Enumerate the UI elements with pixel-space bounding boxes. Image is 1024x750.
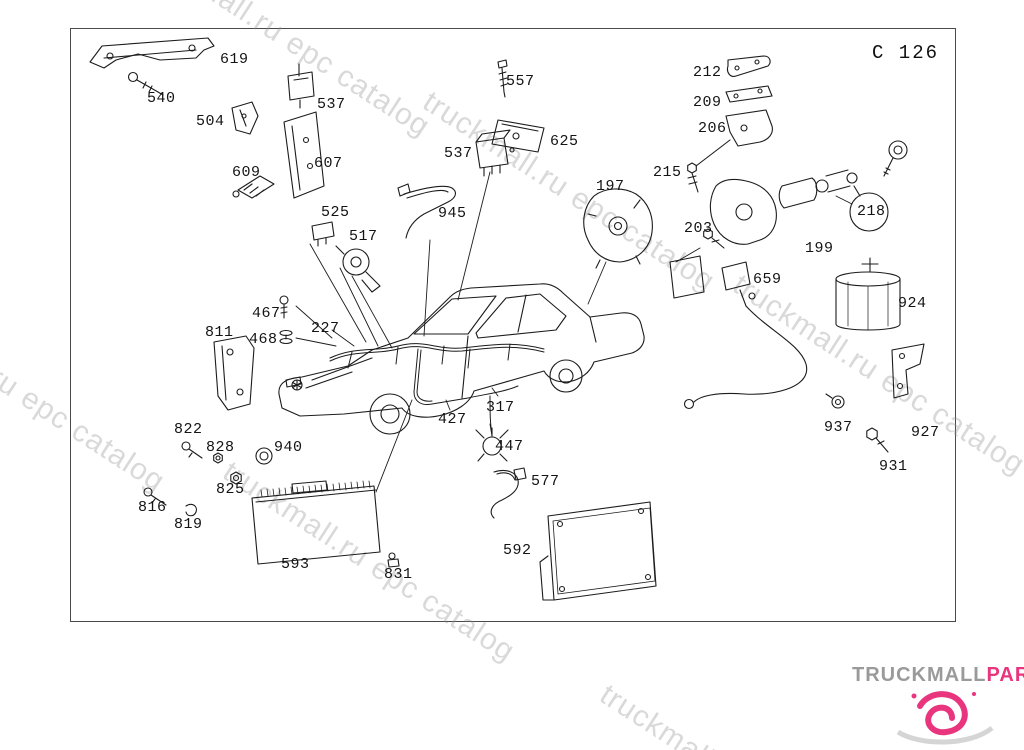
part-203-drawing [703, 228, 725, 249]
part-468-drawing [279, 329, 293, 345]
part-557-drawing [497, 59, 508, 98]
logo-accent-text: PARTS [986, 664, 1024, 686]
part-819-drawing [185, 503, 197, 517]
part-447-drawing [475, 427, 509, 462]
part-828-drawing [213, 452, 223, 464]
part-831-drawing [387, 552, 400, 568]
part-199-drawing [709, 169, 861, 245]
part-517-drawing [335, 245, 381, 293]
part-212-drawing [726, 55, 771, 77]
part-940-drawing [255, 447, 273, 465]
page-code: C 126 [872, 42, 940, 64]
part-537a-drawing [287, 63, 315, 109]
part-927-drawing [891, 343, 925, 399]
callout-218-circle [849, 192, 889, 232]
truckmall-logo-icon [896, 691, 994, 745]
part-945-drawing [397, 183, 457, 239]
part-209-drawing [725, 85, 773, 103]
logo-brand-text: TRUCKMALL [852, 664, 987, 686]
part-206-drawing [695, 109, 773, 167]
part-197-drawing [583, 188, 653, 269]
part-931-drawing [866, 427, 889, 453]
diagram-frame [70, 28, 956, 622]
part-540-drawing [127, 71, 164, 96]
part-625-drawing [491, 119, 545, 153]
car-drawing [278, 283, 645, 435]
part-227-harness-drawing [329, 343, 545, 435]
key-icon [883, 140, 908, 177]
part-816-drawing [143, 487, 167, 506]
part-937-drawing [825, 393, 845, 409]
part-467-drawing [279, 295, 289, 319]
part-525-drawing [311, 221, 335, 247]
part-619-drawing [89, 37, 215, 69]
part-924-drawing [835, 257, 901, 331]
part-609-drawing [232, 175, 275, 199]
truckmall-logo: TRUCKMALLPARTS [852, 664, 1024, 687]
part-537b-drawing [475, 129, 515, 177]
part-659-drawing [669, 255, 808, 410]
part-593-drawing [251, 480, 381, 565]
part-607-drawing [283, 111, 325, 199]
part-592-drawing [539, 501, 657, 601]
part-822-drawing [181, 441, 203, 459]
part-504-drawing [231, 101, 259, 135]
line-art-root [89, 37, 925, 601]
part-811-drawing [213, 335, 255, 411]
leader-lines [295, 171, 853, 493]
part-825-drawing [230, 471, 242, 485]
part-577-drawing [490, 467, 527, 519]
part-215-drawing [687, 162, 699, 193]
